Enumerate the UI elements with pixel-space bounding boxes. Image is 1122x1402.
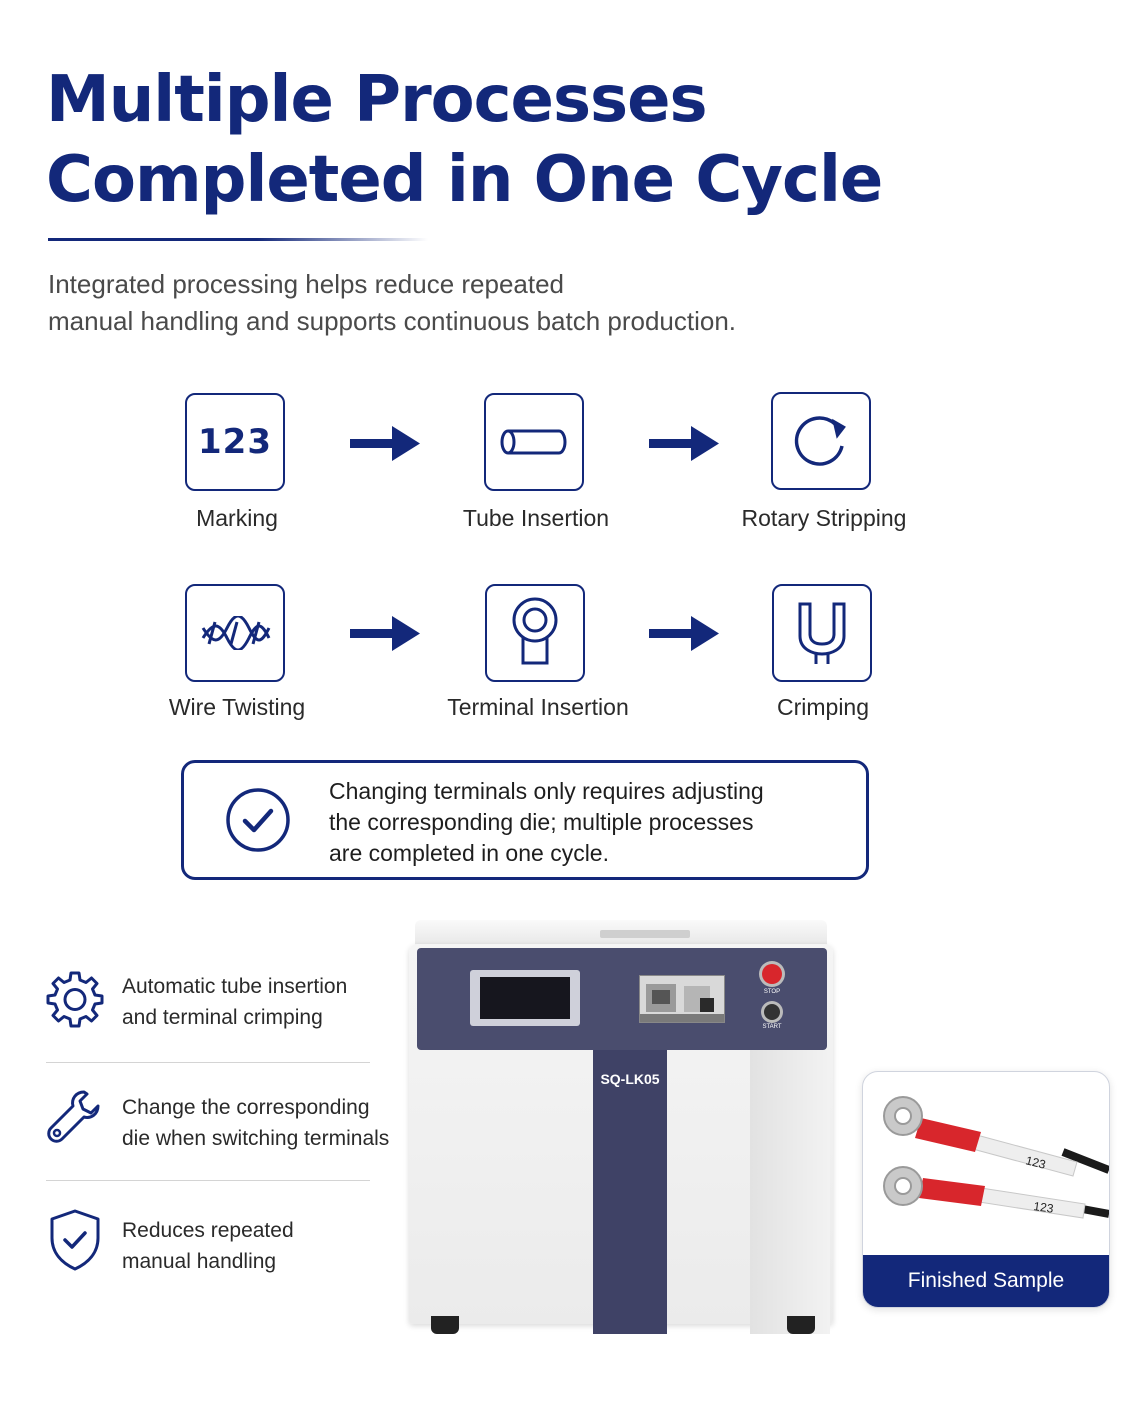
machine-start-button	[764, 1004, 780, 1020]
step-rotary-label: Rotary Stripping	[741, 505, 907, 531]
step-crimp-box	[772, 584, 872, 682]
machine-touchscreen	[470, 970, 580, 1026]
machine-process-window	[639, 975, 725, 1023]
machine-image: STOP START SQ-LK05	[405, 920, 835, 1340]
note-line-1: Changing terminals only requires adjusti…	[329, 778, 764, 804]
step-terminal-box	[485, 584, 585, 682]
twist-icon	[201, 616, 271, 650]
step-tube-box	[484, 393, 584, 491]
feature-1-line-1: Automatic tube insertion	[122, 975, 348, 998]
step-marking-label: Marking	[196, 505, 278, 531]
sample-card: 123 123 Finished Sample	[862, 1071, 1110, 1308]
title-line-2: Completed in One Cycle	[46, 143, 883, 217]
sample-wires-image: 123 123	[883, 1096, 1109, 1219]
page-title: Multiple Processes Completed in One Cycl…	[46, 60, 946, 220]
arrow-icon	[350, 426, 420, 461]
arrow-icon	[649, 616, 719, 651]
machine-stop-button	[762, 964, 782, 984]
subtitle-line-1: Integrated processing helps reduce repea…	[48, 269, 565, 299]
wire-mark: 123	[1033, 1199, 1055, 1216]
machine-foot	[787, 1316, 815, 1334]
step-twist-box	[185, 584, 285, 682]
machine-mechanism-graphic	[640, 984, 724, 1022]
step-twist-label: Wire Twisting	[168, 694, 306, 720]
crimp-icon	[798, 602, 846, 664]
machine-stop-label: STOP	[763, 989, 781, 995]
wrench-icon	[47, 1090, 100, 1143]
gear-icon	[46, 971, 104, 1028]
sample-label: Finished Sample	[863, 1255, 1109, 1307]
feature-2-line-1: Change the corresponding	[122, 1096, 370, 1119]
shield-check-icon	[50, 1209, 100, 1271]
machine-start-label: START	[762, 1024, 782, 1030]
step-tube-label: Tube Insertion	[462, 505, 610, 531]
feature-divider	[46, 1062, 370, 1063]
feature-3-text: Reduces repeated manual handling	[122, 1215, 402, 1277]
machine-screen-display	[480, 977, 570, 1019]
step-terminal-label: Terminal Insertion	[447, 694, 629, 720]
title-underline	[48, 238, 428, 241]
subtitle-line-2: manual handling and supports continuous …	[48, 306, 737, 336]
feature-1-text: Automatic tube insertion and terminal cr…	[122, 971, 402, 1033]
feature-2-line-2: die when switching terminals	[122, 1127, 390, 1150]
note-line-2: the corresponding die; multiple processe…	[329, 809, 754, 835]
machine-control-panel: STOP START	[417, 948, 827, 1050]
machine-side-panel	[750, 1050, 830, 1334]
machine-top-slot	[600, 930, 690, 938]
subtitle: Integrated processing helps reduce repea…	[48, 266, 808, 340]
title-line-1: Multiple Processes	[46, 63, 708, 137]
note-box	[181, 760, 869, 880]
feature-3-line-1: Reduces repeated	[122, 1219, 294, 1242]
arrow-icon	[649, 426, 719, 461]
ring-terminal-icon	[512, 597, 558, 665]
note-text: Changing terminals only requires adjusti…	[329, 776, 849, 869]
feature-2-text: Change the corresponding die when switch…	[122, 1092, 402, 1154]
marking-123-icon: 123	[198, 422, 272, 462]
check-circle-icon	[226, 788, 290, 852]
arrow-icon	[350, 616, 420, 651]
machine-front-strip	[593, 1050, 667, 1334]
rotate-icon	[794, 416, 846, 466]
feature-divider	[46, 1180, 370, 1181]
step-marking-box: 123	[185, 393, 285, 491]
machine-foot	[431, 1316, 459, 1334]
feature-3-line-2: manual handling	[122, 1250, 277, 1273]
feature-1-line-2: and terminal crimping	[122, 1006, 323, 1029]
note-line-3: are completed in one cycle.	[329, 840, 609, 866]
step-rotary-box	[771, 392, 871, 490]
step-crimp-label: Crimping	[776, 694, 870, 720]
tube-icon	[500, 429, 567, 455]
wire-mark: 123	[1024, 1153, 1047, 1172]
machine-model-label: SQ-LK05	[600, 1071, 660, 1087]
